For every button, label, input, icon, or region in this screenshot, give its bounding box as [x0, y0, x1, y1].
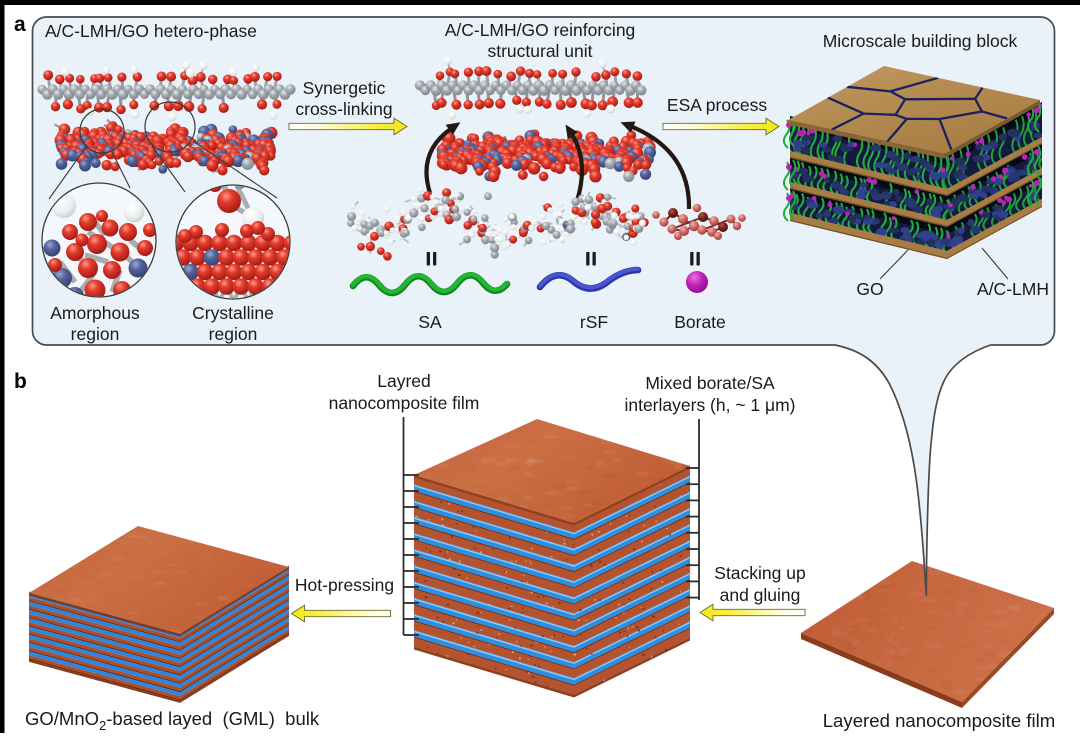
svg-text:and gluing: and gluing [720, 585, 801, 605]
svg-text:Amorphous: Amorphous [50, 303, 140, 323]
svg-text:Layred: Layred [377, 371, 431, 391]
svg-text:region: region [71, 324, 120, 344]
svg-text:ESA process: ESA process [667, 95, 767, 115]
svg-text:Microscale building block: Microscale building block [823, 31, 1018, 51]
svg-text:nanocomposite film: nanocomposite film [329, 393, 480, 413]
svg-text:interlayers (h, ~ 1 μm): interlayers (h, ~ 1 μm) [624, 395, 795, 415]
svg-text:SA: SA [418, 312, 442, 332]
svg-text:b: b [14, 370, 27, 393]
svg-text:rSF: rSF [580, 312, 608, 332]
svg-text:A/C-LMH: A/C-LMH [977, 279, 1049, 299]
svg-text:structural unit: structural unit [487, 41, 592, 61]
svg-text:A/C-LMH/GO reinforcing: A/C-LMH/GO reinforcing [445, 20, 636, 40]
svg-text:a: a [14, 13, 26, 36]
svg-text:Crystalline: Crystalline [192, 303, 274, 323]
svg-text:Borate: Borate [674, 312, 726, 332]
svg-text:region: region [209, 324, 258, 344]
svg-text:A/C-LMH/GO hetero-phase: A/C-LMH/GO hetero-phase [45, 21, 257, 41]
svg-text:cross-linking: cross-linking [295, 99, 392, 119]
svg-text:Mixed borate/SA: Mixed borate/SA [645, 373, 775, 393]
svg-text:Stacking up: Stacking up [714, 563, 805, 583]
svg-text:Hot-pressing: Hot-pressing [295, 575, 394, 595]
svg-text:Synergetic: Synergetic [303, 78, 386, 98]
svg-text:Layered nanocomposite film: Layered nanocomposite film [823, 710, 1056, 731]
svg-text:GO: GO [856, 279, 883, 299]
svg-text:GO/MnO2-based layed (GML) bu: GO/MnO2-based layed (GML) bulk [25, 708, 320, 733]
